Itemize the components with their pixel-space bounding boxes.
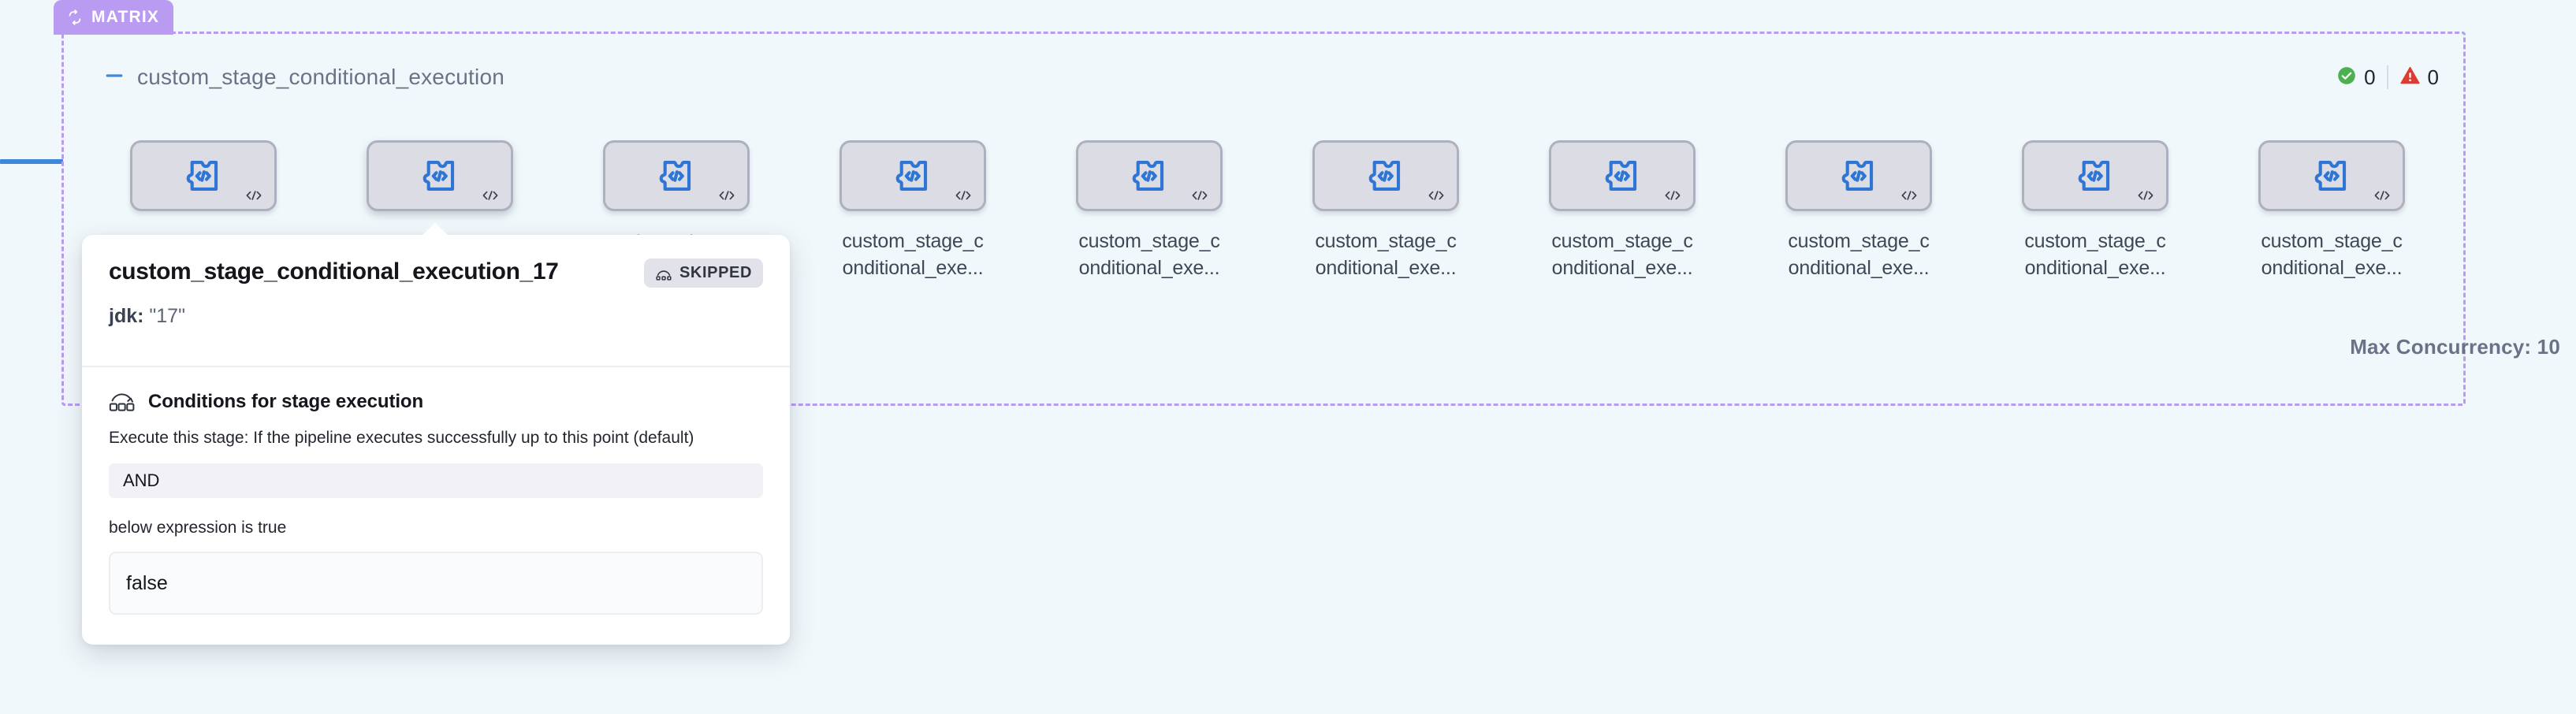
group-header: custom_stage_conditional_execution 0 — [102, 61, 2450, 93]
stage-node-label: custom_stage_conditional_exe... — [2024, 230, 2166, 279]
status-badge-label: SKIPPED — [679, 264, 752, 281]
stage-node-box[interactable] — [130, 140, 277, 211]
check-circle-icon — [2336, 65, 2357, 90]
stage-node-9: custom_stage_conditional_exe... — [2258, 140, 2405, 281]
success-count: 0 — [2364, 65, 2376, 89]
stage-node-6: custom_stage_conditional_exe... — [1549, 140, 1696, 281]
stage-node-box[interactable] — [1076, 140, 1223, 211]
popover-header: custom_stage_conditional_execution_17 SK… — [82, 235, 790, 355]
stage-node-8: custom_stage_conditional_exe... — [2022, 140, 2168, 281]
skip-arc-icon — [655, 266, 672, 281]
custom-stage-puzzle-icon — [1129, 155, 1170, 196]
custom-stage-puzzle-icon — [1365, 155, 1406, 196]
stage-node-box[interactable] — [839, 140, 986, 211]
popover-conditions-section: Conditions for stage execution Execute t… — [82, 367, 790, 645]
stage-node-box[interactable] — [2022, 140, 2168, 211]
stage-node-0: custom_stage_conditional_exe... — [130, 140, 277, 281]
popover-title: custom_stage_conditional_execution_17 — [109, 258, 559, 284]
stage-node-label: custom_stage_conditional_exe... — [2261, 230, 2403, 279]
conditions-heading: Conditions for stage execution — [148, 391, 424, 412]
custom-stage-puzzle-icon — [2311, 155, 2352, 196]
custom-stage-puzzle-icon — [2075, 155, 2116, 196]
custom-stage-puzzle-icon — [892, 155, 933, 196]
stage-node-label: custom_stage_conditional_exe... — [1551, 230, 1693, 279]
status-error[interactable]: 0 — [2388, 65, 2450, 90]
conditions-sequence-icon — [109, 391, 136, 413]
stage-node-5: custom_stage_conditional_exe... — [1312, 140, 1459, 281]
custom-stage-puzzle-icon — [183, 155, 224, 196]
stage-node-label: custom_stage_conditional_exe... — [1315, 230, 1457, 279]
error-count: 0 — [2427, 65, 2439, 89]
stage-node-box[interactable] — [1785, 140, 1932, 211]
stage-node-4: custom_stage_conditional_exe... — [1076, 140, 1223, 281]
stage-node-3: custom_stage_conditional_exe... — [839, 140, 986, 281]
stage-node-box[interactable] — [1312, 140, 1459, 211]
stage-node-box[interactable] — [2258, 140, 2405, 211]
minus-collapse-icon[interactable] — [102, 64, 137, 91]
incoming-connector-line — [0, 159, 63, 164]
custom-stage-puzzle-icon — [1602, 155, 1643, 196]
stage-detail-popover: custom_stage_conditional_execution_17 SK… — [82, 223, 790, 645]
stage-node-label: custom_stage_conditional_exe... — [1788, 230, 1930, 279]
status-badge: SKIPPED — [643, 258, 763, 288]
custom-stage-puzzle-icon — [1838, 155, 1879, 196]
status-separator — [2386, 65, 2388, 89]
warning-triangle-icon — [2399, 65, 2421, 90]
matrix-badge-label: MATRIX — [91, 8, 160, 26]
matrix-group-container — [61, 32, 2466, 406]
group-title: custom_stage_conditional_execution — [137, 65, 504, 89]
stage-node-label: custom_stage_conditional_exe... — [1078, 230, 1220, 279]
conditions-expression: false — [109, 552, 763, 615]
stage-node-box[interactable] — [1549, 140, 1696, 211]
stage-node-1: custom_stage_conditional_exe... — [367, 140, 513, 281]
max-concurrency-label: Max Concurrency: 10 — [2350, 335, 2560, 359]
status-success[interactable]: 0 — [2325, 65, 2386, 90]
loop-icon — [66, 9, 84, 26]
stage-node-box[interactable] — [367, 140, 513, 211]
stage-node-label: custom_stage_conditional_exe... — [842, 230, 984, 279]
custom-stage-puzzle-icon — [656, 155, 697, 196]
parameter-key: jdk: — [109, 305, 144, 327]
popover-divider — [82, 366, 790, 367]
popover-parameter: jdk: "17" — [109, 305, 763, 328]
stage-node-7: custom_stage_conditional_exe... — [1785, 140, 1932, 281]
conditions-description: Execute this stage: If the pipeline exec… — [109, 429, 694, 447]
status-cluster: 0 0 — [2325, 61, 2450, 93]
custom-stage-puzzle-icon — [419, 155, 460, 196]
stage-node-box[interactable] — [603, 140, 750, 211]
parameter-value: "17" — [149, 305, 185, 327]
conditions-sub-label: below expression is true — [109, 519, 287, 537]
matrix-badge[interactable]: MATRIX — [54, 0, 174, 35]
conditions-operator: AND — [109, 463, 763, 499]
